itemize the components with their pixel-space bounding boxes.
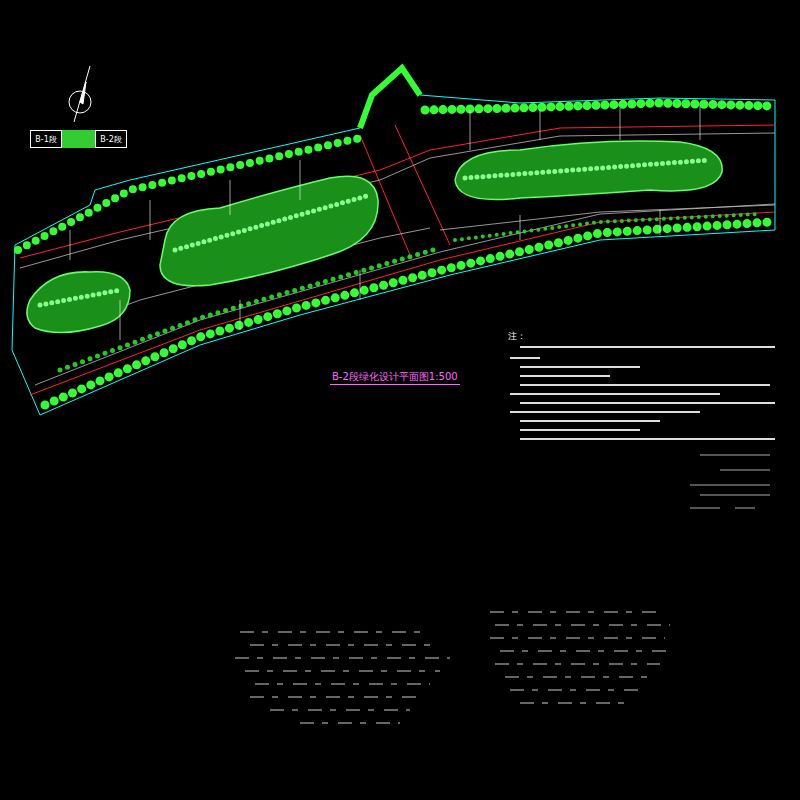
key-plan-label: B-1段 [35, 134, 56, 145]
shrub-masses [27, 141, 722, 333]
tree-rows [18, 103, 770, 405]
note-text-lines [510, 347, 775, 439]
slope-planting [360, 68, 420, 128]
road-lines [20, 125, 775, 395]
note-heading: 注： [508, 330, 526, 343]
key-plan-box: B-2段 [95, 130, 127, 148]
curb-lines [20, 133, 775, 385]
leader-lines [70, 105, 700, 340]
drawing-title: B-2段绿化设计平面图1:500 [330, 370, 460, 385]
north-arrow [69, 66, 91, 122]
key-plan-label: B-2段 [100, 134, 121, 145]
key-plan-box: B-1段 [30, 130, 62, 148]
site-boundary [12, 68, 775, 415]
plant-label-cloud [235, 612, 670, 723]
stamp-lines [690, 455, 770, 508]
key-plan-fill [62, 130, 95, 148]
